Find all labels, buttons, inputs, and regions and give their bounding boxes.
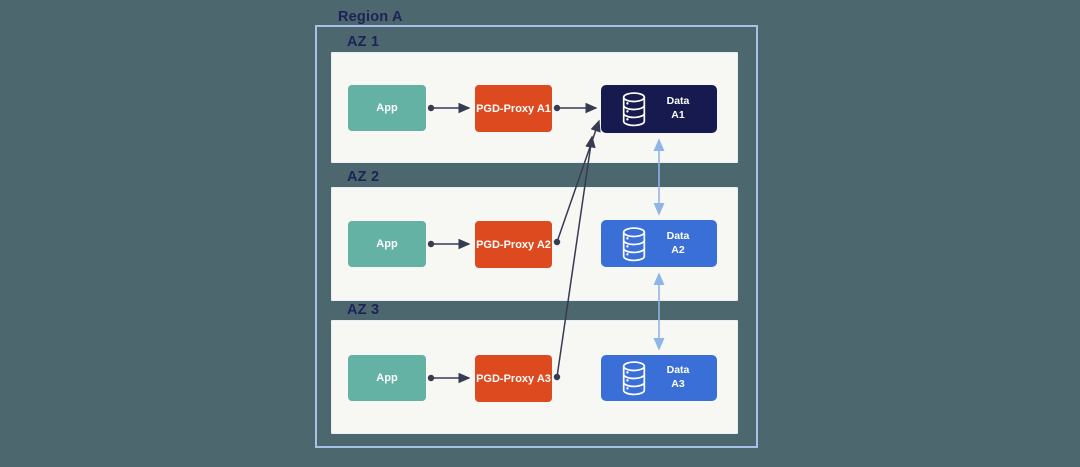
region-a-container bbox=[315, 25, 758, 448]
database-icon bbox=[622, 226, 646, 261]
region-label: Region A bbox=[330, 9, 411, 25]
pgd-proxy-node-az2-label: PGD-Proxy A2 bbox=[476, 238, 551, 251]
app-node-az1-label: App bbox=[376, 102, 398, 114]
data-node-az2: Data A2 bbox=[601, 220, 717, 267]
database-icon bbox=[622, 92, 646, 127]
az3-label: AZ 3 bbox=[347, 302, 380, 318]
app-node-az1: App bbox=[348, 85, 426, 131]
pgd-proxy-node-az3-label: PGD-Proxy A3 bbox=[476, 372, 551, 385]
app-node-az3: App bbox=[348, 355, 426, 401]
app-node-az2-label: App bbox=[376, 238, 398, 250]
data-node-az1-label: Data A1 bbox=[666, 95, 690, 121]
data-node-az1: Data A1 bbox=[601, 85, 717, 133]
app-node-az2: App bbox=[348, 221, 426, 267]
az1-label: AZ 1 bbox=[347, 34, 380, 50]
data-node-az3: Data A3 bbox=[601, 355, 717, 401]
pgd-proxy-node-az2: PGD-Proxy A2 bbox=[475, 221, 552, 268]
pgd-proxy-node-az3: PGD-Proxy A3 bbox=[475, 355, 552, 402]
pgd-proxy-node-az1: PGD-Proxy A1 bbox=[475, 85, 552, 132]
az2-label: AZ 2 bbox=[347, 169, 380, 185]
database-icon bbox=[622, 361, 646, 396]
data-node-az2-label: Data A2 bbox=[666, 229, 690, 256]
pgd-proxy-node-az1-label: PGD-Proxy A1 bbox=[476, 102, 551, 115]
data-node-az3-label: Data A3 bbox=[666, 364, 690, 390]
app-node-az3-label: App bbox=[376, 372, 398, 384]
